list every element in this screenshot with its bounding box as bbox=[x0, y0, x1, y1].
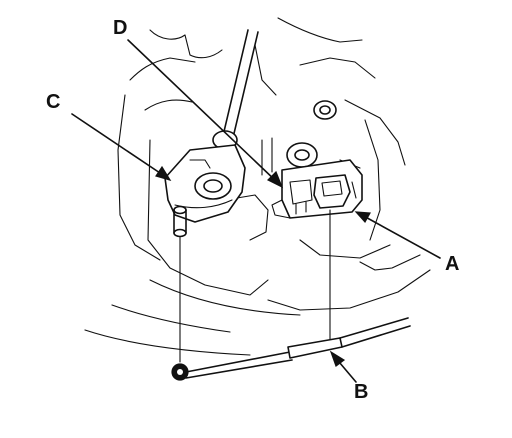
callout-label-a: A bbox=[445, 253, 460, 275]
arrow-c-head bbox=[155, 165, 172, 182]
leader-arrows bbox=[71, 39, 441, 383]
alignment-lines bbox=[179, 209, 331, 363]
connector bbox=[271, 159, 363, 219]
callout-label-b: B bbox=[354, 381, 369, 403]
arrow-b-head bbox=[329, 350, 346, 367]
arrow-a-head bbox=[354, 211, 371, 224]
arrow-d-head bbox=[266, 170, 284, 189]
tube bbox=[212, 29, 259, 150]
mounting-boss bbox=[286, 100, 337, 168]
callout-label-d: D bbox=[113, 17, 128, 39]
engine-casting-outline bbox=[84, 17, 431, 356]
bracket bbox=[164, 144, 246, 223]
callout-label-c: C bbox=[46, 91, 61, 113]
locating-pin bbox=[173, 205, 187, 238]
special-tool bbox=[171, 317, 411, 381]
